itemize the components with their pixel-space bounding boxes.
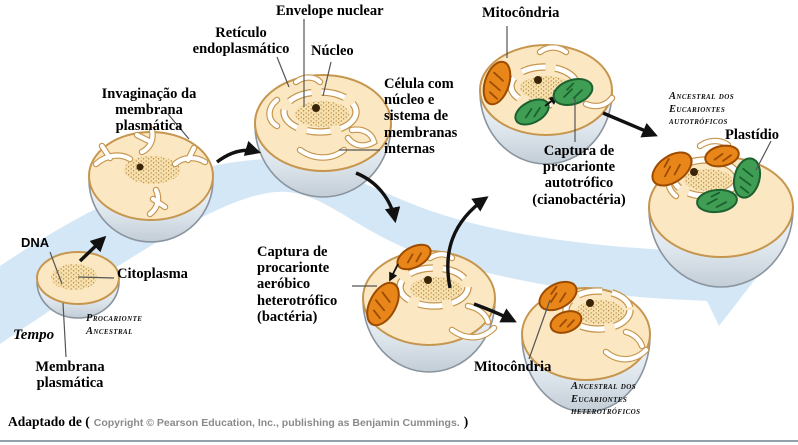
invagination-channels [92, 126, 209, 218]
line-plastidio [755, 140, 772, 171]
arrow-stage4-6 [473, 302, 517, 323]
plastid [732, 157, 762, 199]
cell-autotroph-ancestor [648, 137, 794, 288]
plastid [696, 188, 738, 214]
label-dna: DNA [21, 235, 50, 250]
arrow-stage4-5 [446, 196, 489, 289]
line-dna [49, 251, 63, 285]
arrow-stage2-3 [215, 140, 261, 164]
mitochondrion [482, 60, 512, 106]
mitochondrion [704, 144, 740, 168]
endoplasmic-reticulum [426, 251, 498, 341]
line-invaginacao [167, 113, 190, 140]
plastid [552, 78, 594, 106]
label-tempo: Tempo [13, 327, 55, 343]
flow-arrows [78, 111, 658, 323]
cell-with-nucleus [254, 74, 392, 198]
label-ancestral-autotroficos: Ancestral dos Eucariontes autotróficos [669, 91, 735, 128]
nucleus [280, 88, 360, 136]
line-reticulo [276, 56, 290, 88]
mitochondrion [549, 310, 583, 334]
label-membrana-plasmatica: Membrana plasmática [35, 359, 105, 392]
arrow-stage3-4 [355, 171, 401, 224]
label-procarionte-ancestral: Procarionte Ancestral [86, 313, 143, 337]
aerobic-bacterium-outside [396, 243, 432, 271]
cell-membrane-invagination [88, 126, 214, 243]
cell-heterotroph-ancestor [521, 280, 651, 413]
endoplasmic-reticulum [536, 44, 616, 110]
arrow-stage1-2 [78, 235, 107, 263]
label-mitocondria-superior: Mitocôndria [482, 5, 560, 21]
arrow-stage5-7 [602, 111, 658, 138]
cell-capture-cyanobacterium [479, 44, 616, 165]
nucleoid-dot [136, 163, 144, 171]
label-ancestral-heterotroficos: Ancestral dos Eucariontes heterotróficos [571, 381, 641, 418]
mitochondrion [651, 151, 693, 187]
label-invaginacao: Invaginação da membrana plasmática [101, 86, 197, 135]
label-citoplasma: Citoplasma [117, 266, 188, 282]
label-captura-autotrofico: Captura de procarionte autotrófico (cian… [532, 143, 626, 208]
nucleolus [690, 168, 698, 176]
footer-prefix: Adaptado de ( [8, 414, 90, 429]
label-celula-com-nucleo: Célula com núcleo e sistema de membranas… [384, 76, 458, 157]
line-citoplasma [77, 276, 115, 279]
nucleus [562, 287, 634, 333]
endoplasmic-reticulum [266, 74, 378, 161]
label-reticulo-endoplasmatico: Retículo endoplasmático [192, 25, 290, 58]
nucleoid-region [51, 264, 97, 290]
cell-capture-aerobic-prokaryote [362, 243, 498, 373]
footer-copyright: Copyright © Pearson Education, Inc., pub… [93, 417, 460, 429]
nucleolus [534, 76, 542, 84]
nucleolus [312, 104, 320, 112]
label-mitocondria-inferior: Mitocôndria [474, 359, 552, 375]
nucleolus [424, 276, 432, 284]
label-nucleo: Núcleo [311, 43, 354, 59]
line-mitocondria-inf [528, 299, 551, 360]
label-envelope-nuclear: Envelope nuclear [276, 3, 384, 19]
engulf-arrow [389, 263, 399, 282]
cell-procaryote-ancestral [36, 251, 120, 319]
label-captura-aerobico: Captura de procarionte aeróbico heterotr… [257, 244, 338, 325]
nucleoid-region [124, 156, 180, 184]
footer-credit: Adaptado de ( Copyright © Pearson Educat… [8, 413, 468, 431]
label-lines [49, 19, 772, 360]
mitochondrion [366, 281, 400, 327]
nucleolus [586, 299, 594, 307]
line-nucleo [322, 61, 332, 97]
line-membrana [62, 302, 67, 358]
bottom-rule [0, 440, 798, 442]
label-plastidio: Plastídio [725, 127, 779, 143]
footer-suffix: ) [463, 414, 469, 429]
endoplasmic-reticulum [602, 328, 650, 363]
